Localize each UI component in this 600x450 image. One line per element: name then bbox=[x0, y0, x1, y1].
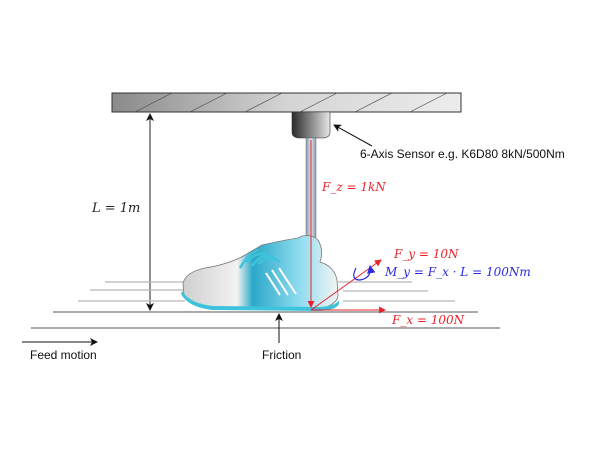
fy-label: F_y = 10N bbox=[394, 247, 459, 261]
length-label: L = 1m bbox=[92, 201, 141, 216]
friction-label: Friction bbox=[262, 348, 302, 362]
fz-label: F_z = 1kN bbox=[322, 180, 386, 194]
sensor-label: 6-Axis Sensor e.g. K6D80 8kN/500Nm bbox=[360, 147, 565, 161]
ground-surface bbox=[31, 311, 500, 329]
feed-motion-label: Feed motion bbox=[30, 348, 97, 362]
sensor-callout-arrow bbox=[333, 124, 373, 147]
moment-arc-icon bbox=[353, 264, 376, 281]
fx-label: F_x = 100N bbox=[392, 313, 465, 327]
shoe-illustration bbox=[181, 235, 339, 311]
moment-label: M_y = F_x · L = 100Nm bbox=[385, 265, 531, 279]
sensor-body bbox=[291, 111, 331, 139]
ceiling-beam bbox=[111, 92, 462, 113]
